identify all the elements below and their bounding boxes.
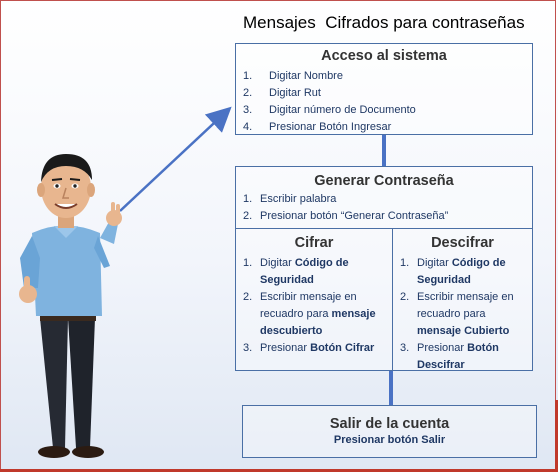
decrypt-title: Descifrar (431, 235, 494, 251)
step-item: 4. Presionar Botón Ingresar (243, 119, 532, 136)
step-text: Digitar número de Documento (269, 104, 416, 116)
step-item: 2. Escribir mensaje en recuadro para mens… (243, 289, 388, 340)
access-system-title: Acceso al sistema (321, 48, 447, 64)
generate-steps-list: 1. Escribir palabra 2. Presionar botón “Gen… (243, 191, 532, 225)
step-number: 2. (243, 87, 253, 99)
encrypt-box: Cifrar 1. Digitar Código de Seguridad 2. Es… (235, 228, 393, 371)
step-item: 2. Escribir mensaje en recuadro para mens… (400, 289, 528, 340)
step-item: 1. Digitar Nombre (243, 68, 532, 85)
step-number: 1. (243, 70, 253, 82)
step-number: 3. (243, 342, 253, 354)
step-text: Digitar Código de Seguridad (417, 257, 506, 286)
step-item: 1. Escribir palabra (243, 191, 532, 208)
access-system-box: Acceso al sistema 1. Digitar Nombre 2. Digi… (235, 43, 533, 135)
step-text: Escribir mensaje en recuadro para mensaj… (260, 291, 376, 337)
step-item: 2. Presionar botón “Generar Contraseña” (243, 208, 532, 225)
step-item: 3. Presionar Botón Cifrar (243, 340, 388, 357)
decrypt-box: Descifrar 1. Digitar Código de Seguridad 2… (392, 228, 533, 371)
access-steps-list: 1. Digitar Nombre 2. Digitar Rut 3. Digitar n… (243, 68, 532, 136)
connector-decrypt-logout (389, 371, 393, 405)
frame-bottom-border (0, 469, 558, 472)
step-number: 2. (243, 210, 253, 222)
encrypt-title: Cifrar (294, 235, 334, 251)
person-pointing-icon (19, 154, 122, 458)
step-text: Digitar Rut (269, 87, 321, 99)
connector-access-generate (382, 135, 386, 166)
step-text: Presionar Botón Ingresar (269, 121, 392, 133)
logout-title: Salir de la cuenta (329, 416, 450, 432)
step-item: 2. Digitar Rut (243, 85, 532, 102)
step-text: Digitar Código de Seguridad (260, 257, 349, 286)
step-item: 1. Digitar Código de Seguridad (243, 255, 388, 289)
page-title: Mensajes Cifrados para contraseñas (243, 13, 525, 32)
step-text: Presionar Botón Cifrar (260, 342, 375, 354)
step-item: 1. Digitar Código de Seguridad (400, 255, 528, 289)
step-text: Escribir palabra (260, 193, 337, 205)
step-number: 2. (243, 291, 253, 303)
decrypt-steps-list: 1. Digitar Código de Seguridad 2. Escribir … (400, 255, 528, 374)
step-item: 3. Digitar número de Documento (243, 102, 532, 119)
step-number: 4. (243, 121, 253, 133)
step-number: 1. (400, 257, 410, 269)
step-text: Escribir mensaje en recuadro para mensaj… (417, 291, 514, 337)
step-number: 1. (243, 193, 253, 205)
step-text: Presionar Botón Descifrar (417, 342, 499, 371)
step-text: Digitar Nombre (269, 70, 343, 82)
step-text: Presionar botón “Generar Contraseña” (260, 210, 449, 222)
frame-right-border (555, 400, 558, 472)
generate-password-title: Generar Contraseña (314, 173, 454, 189)
encrypt-steps-list: 1. Digitar Código de Seguridad 2. Escribir … (243, 255, 388, 357)
step-number: 2. (400, 291, 410, 303)
step-number: 1. (243, 257, 253, 269)
logout-box: Salir de la cuenta Presionar botón Salir (242, 405, 537, 458)
generate-password-box: Generar Contraseña 1. Escribir palabra 2. P… (235, 166, 533, 229)
logout-subtitle: Presionar botón Salir (333, 434, 446, 446)
step-number: 3. (243, 104, 253, 116)
step-item: 3. Presionar Botón Descifrar (400, 340, 528, 374)
step-number: 3. (400, 342, 410, 354)
